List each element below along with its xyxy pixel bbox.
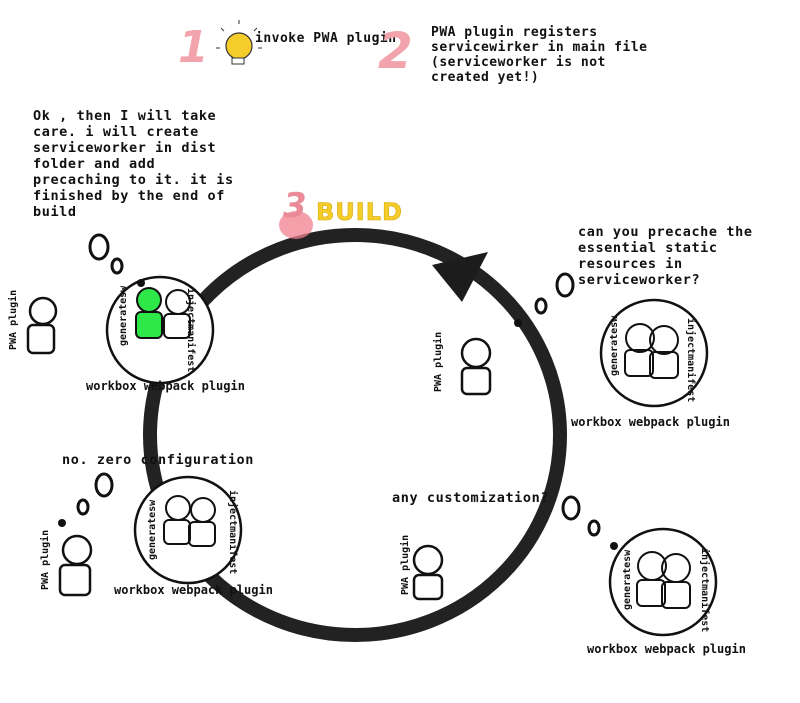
step-2-text: PWA plugin registers servicewirker in ma… [431,25,648,85]
person-icon-highlighted [135,287,163,339]
cycle-arrowhead [432,252,488,302]
build-label: BUILD [316,198,403,227]
customization-question-text: any customization? [392,490,550,506]
injectmanifest-label: injectmanifest [227,490,238,575]
pwa-plugin-label: PWA plugin [40,529,51,590]
pwa-plugin-label: PWA plugin [8,289,19,350]
generatesw-label: generatesw [622,549,633,610]
step-2-number: 2 [378,22,413,80]
cycle-arrow-icon [143,228,567,642]
step-1-number: 1 [178,22,209,73]
thought-bubble-icon [561,495,618,550]
injectmanifest-label: injectmanifest [685,318,696,403]
person-icon [163,289,191,339]
generatesw-label: generatesw [147,499,158,560]
person-icon [58,534,93,597]
zero-config-text: no. zero configuration [62,452,255,468]
person-icon [624,323,679,379]
precache-question-text: can you precache the essential static re… [578,224,753,288]
thought-bubble-icon [58,472,114,527]
person-icon [412,544,444,601]
injectmanifest-label: injectmanifest [185,288,196,373]
step-3-number: 3 [283,186,307,226]
generatesw-label: generatesw [609,315,620,376]
thought-bubble-icon [514,272,575,327]
injectmanifest-label: injectmanifest [699,548,710,633]
step-3-marker [279,211,313,239]
workbox-reply-text: Ok , then I will take care. i will creat… [33,108,234,220]
lightbulb-icon [216,20,262,65]
person-icon [26,296,58,355]
person-icon [636,551,691,609]
pwa-plugin-label: PWA plugin [400,534,411,595]
generatesw-label: generatesw [118,285,129,346]
thought-bubble-icon [88,233,145,287]
workbox-label: workbox webpack plugin [587,642,746,656]
person-icon [460,337,492,396]
step-1-text: invoke PWA plugin [255,31,397,46]
workbox-label: workbox webpack plugin [114,583,273,597]
workbox-label: workbox webpack plugin [571,415,730,429]
person-icon [163,495,216,547]
workbox-label: workbox webpack plugin [86,379,245,393]
pwa-plugin-label: PWA plugin [433,331,444,392]
